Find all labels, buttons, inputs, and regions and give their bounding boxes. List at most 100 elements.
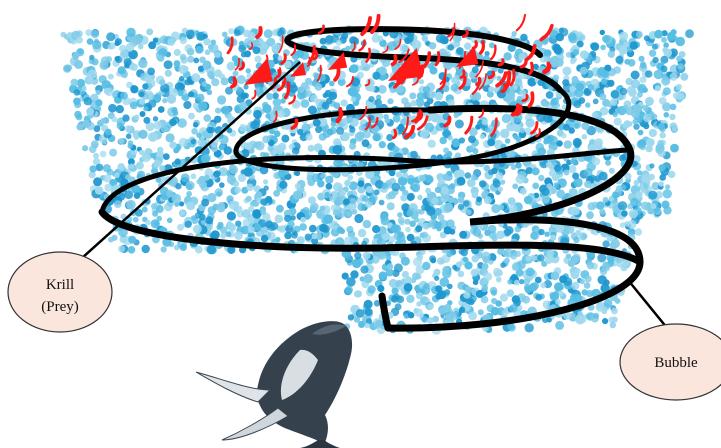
bubble-dot: [417, 254, 424, 261]
bubble-dot: [572, 254, 580, 262]
bubble-dot: [419, 79, 424, 84]
bubble-dot: [465, 286, 472, 293]
bubble-dot: [580, 279, 585, 284]
bubble-dot: [629, 209, 638, 218]
bubble-dot: [134, 135, 139, 140]
bubble-dot: [554, 282, 563, 291]
bubble-dot: [603, 197, 609, 203]
bubble-dot: [512, 263, 520, 271]
bubble-dot: [91, 30, 99, 38]
bubble-dot: [331, 121, 337, 127]
bubble-dot: [364, 300, 373, 309]
bubble-dot: [657, 140, 664, 147]
bubble-dot: [520, 128, 526, 134]
bubble-dot: [151, 203, 157, 209]
bubble-dot: [438, 214, 445, 221]
bubble-dot: [345, 286, 353, 294]
bubble-dot: [447, 284, 453, 290]
bubble-dot: [598, 275, 607, 284]
bubble-dot: [360, 266, 368, 274]
bubble-dot: [350, 64, 359, 73]
bubble-dot: [118, 245, 125, 252]
bubble-dot: [191, 215, 196, 220]
bubble-dot: [102, 139, 107, 144]
bubble-dot: [397, 233, 406, 242]
bubble-dot: [663, 206, 671, 214]
bubble-dot: [444, 203, 452, 211]
bubble-dot: [464, 42, 471, 49]
bubble-dot: [174, 49, 181, 56]
bubble-dot: [524, 196, 533, 205]
bubble-dot: [209, 44, 218, 53]
bubble-dot: [301, 99, 310, 108]
bubble-dot: [645, 97, 654, 106]
bubble-dot: [642, 174, 651, 183]
bubble-dot: [585, 275, 592, 282]
bubble-dot: [201, 154, 210, 163]
bubble-dot: [175, 158, 181, 164]
bubble-dot: [309, 225, 317, 233]
bubble-dot: [198, 101, 207, 110]
bubble-dot: [541, 195, 550, 204]
bubble-dot: [616, 185, 623, 192]
bubble-dot: [401, 257, 410, 266]
bubble-dot: [246, 68, 251, 73]
bubble-dot: [466, 209, 472, 215]
bubble-dot: [599, 93, 606, 100]
bubble-dot: [468, 312, 477, 321]
bubble-dot: [670, 144, 679, 153]
bubble-dot: [392, 224, 401, 233]
bubble-dot: [487, 139, 495, 147]
bubble-dot: [670, 104, 677, 111]
bubble-dot: [329, 196, 335, 202]
bubble-dot: [634, 180, 639, 185]
bubble-dot: [162, 98, 167, 103]
bubble-dot: [209, 127, 215, 133]
bubble-dot: [263, 104, 272, 113]
bubble-dot: [92, 40, 101, 49]
bubble-dot: [199, 57, 206, 64]
bubble-dot: [584, 181, 591, 188]
bubble-dot: [444, 226, 452, 234]
bubble-dot: [203, 114, 211, 122]
krill-label-line2: (Prey): [41, 299, 79, 315]
bubble-dot: [372, 133, 380, 141]
bubble-dot: [526, 255, 532, 261]
bubble-dot: [243, 93, 249, 99]
bubble-dot: [387, 202, 395, 210]
bubble-dot: [672, 126, 678, 132]
bubble-dot: [186, 183, 193, 190]
bubble-dot: [84, 97, 92, 105]
bubble-dot: [415, 225, 422, 232]
bubble-dot: [221, 106, 230, 115]
bubble-curtain: [61, 25, 694, 334]
bubble-dot: [596, 303, 605, 312]
bubble-dot: [362, 195, 368, 201]
bubble-dot: [569, 86, 575, 92]
whale-tail: [300, 440, 340, 448]
bubble-dot: [227, 62, 236, 71]
bubble-dot: [422, 232, 428, 238]
bubble-dot: [619, 32, 628, 41]
bubble-dot: [651, 203, 657, 209]
bubble-dot: [593, 313, 599, 319]
bubble-dot: [369, 196, 376, 203]
bubble-dot: [610, 322, 616, 328]
bubble-dot: [71, 79, 79, 87]
bubble-dot: [161, 194, 167, 200]
bubble-dot: [602, 240, 609, 247]
bubble-dot: [159, 165, 165, 171]
bubble-dot: [670, 73, 678, 81]
bubble-dot: [546, 162, 552, 168]
bubble-dot: [404, 283, 413, 292]
bubble-dot: [93, 153, 99, 159]
bubble-dot: [612, 317, 618, 323]
bubble-dot: [514, 280, 520, 286]
bubble-dot: [663, 189, 672, 198]
bubble-dot: [531, 282, 539, 290]
bubble-dot: [89, 165, 96, 172]
bubble-dot: [180, 37, 187, 44]
bubble-dot: [472, 255, 479, 262]
bubble-dot: [163, 153, 170, 160]
